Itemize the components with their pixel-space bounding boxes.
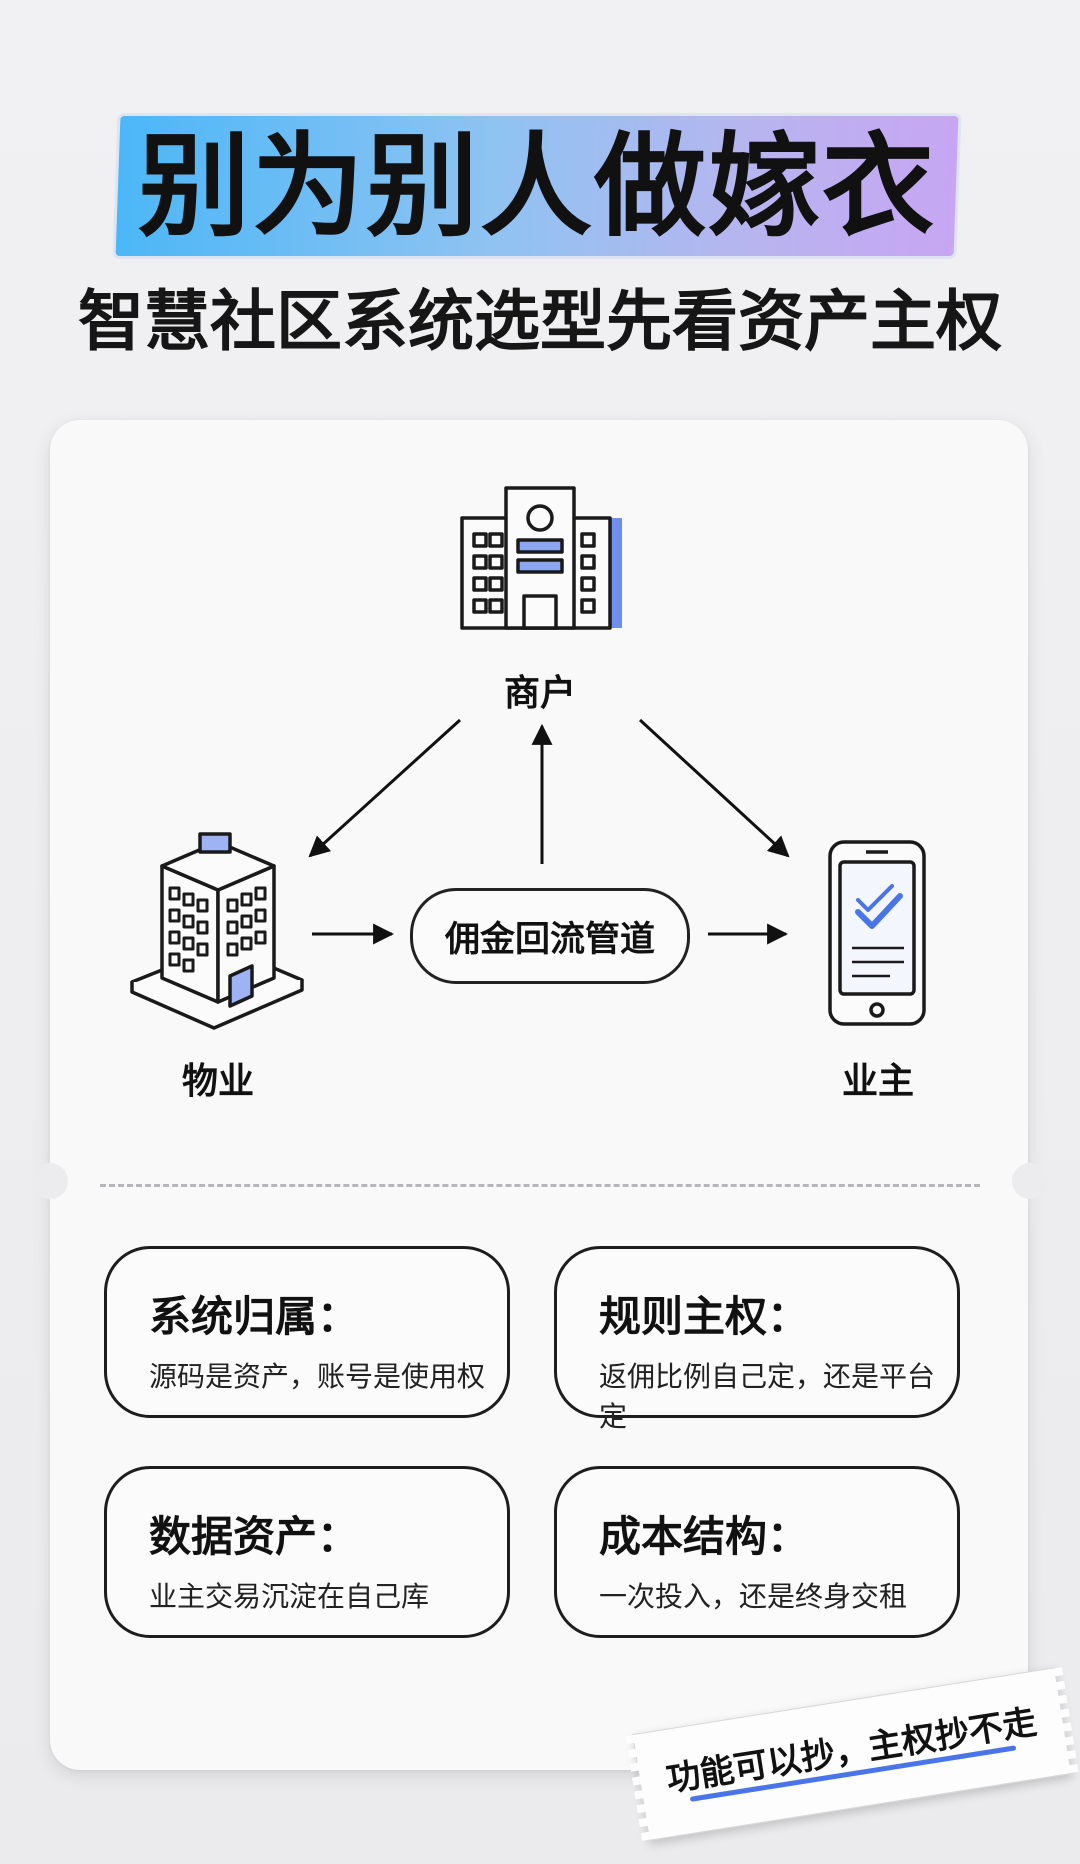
owner-label: 业主: [841, 1061, 914, 1102]
info-card-desc: 一次投入，还是终身交租: [599, 1580, 908, 1613]
card-notch-right: [1012, 1163, 1048, 1199]
merchant-label: 商户: [503, 673, 576, 714]
flow-arrows: [308, 718, 790, 945]
dashed-divider: [100, 1184, 980, 1187]
info-card-desc: 返佣比例自己定，还是平台定: [599, 1360, 936, 1433]
card-notch-left: [32, 1163, 68, 1199]
info-card-data-assets: 数据资产： 业主交易沉淀在自己库: [104, 1466, 510, 1638]
flow-diagram: [130, 486, 926, 1030]
property-label: 物业: [181, 1061, 254, 1102]
title-banner: 别为别人做嫁衣: [115, 112, 959, 262]
info-card-title: 数据资产：: [149, 1512, 360, 1561]
arrow-merchant-to-property: [308, 718, 462, 858]
arrow-merchant-to-owner: [638, 718, 790, 858]
info-card-title: 系统归属：: [149, 1292, 360, 1341]
commission-pipeline: 佣金回流管道: [410, 888, 690, 984]
office-building-icon: [460, 486, 622, 630]
info-card-system-ownership: 系统归属： 源码是资产，账号是使用权: [104, 1246, 510, 1418]
page-subtitle: 智慧社区系统选型先看资产主权: [78, 283, 1002, 360]
info-card-desc: 业主交易沉淀在自己库: [149, 1580, 430, 1613]
info-card-cost-structure: 成本结构： 一次投入，还是终身交租: [554, 1466, 960, 1638]
info-card-desc: 源码是资产，账号是使用权: [149, 1360, 486, 1393]
page-title: 别为别人做嫁衣: [138, 122, 936, 252]
smartphone-checkmark-icon: [828, 840, 926, 1026]
info-card-rule-sovereignty: 规则主权： 返佣比例自己定，还是平台定: [554, 1246, 960, 1433]
info-card-title: 规则主权：: [599, 1292, 810, 1341]
tower-building-icon: [130, 832, 304, 1030]
info-card-title: 成本结构：: [599, 1512, 810, 1561]
